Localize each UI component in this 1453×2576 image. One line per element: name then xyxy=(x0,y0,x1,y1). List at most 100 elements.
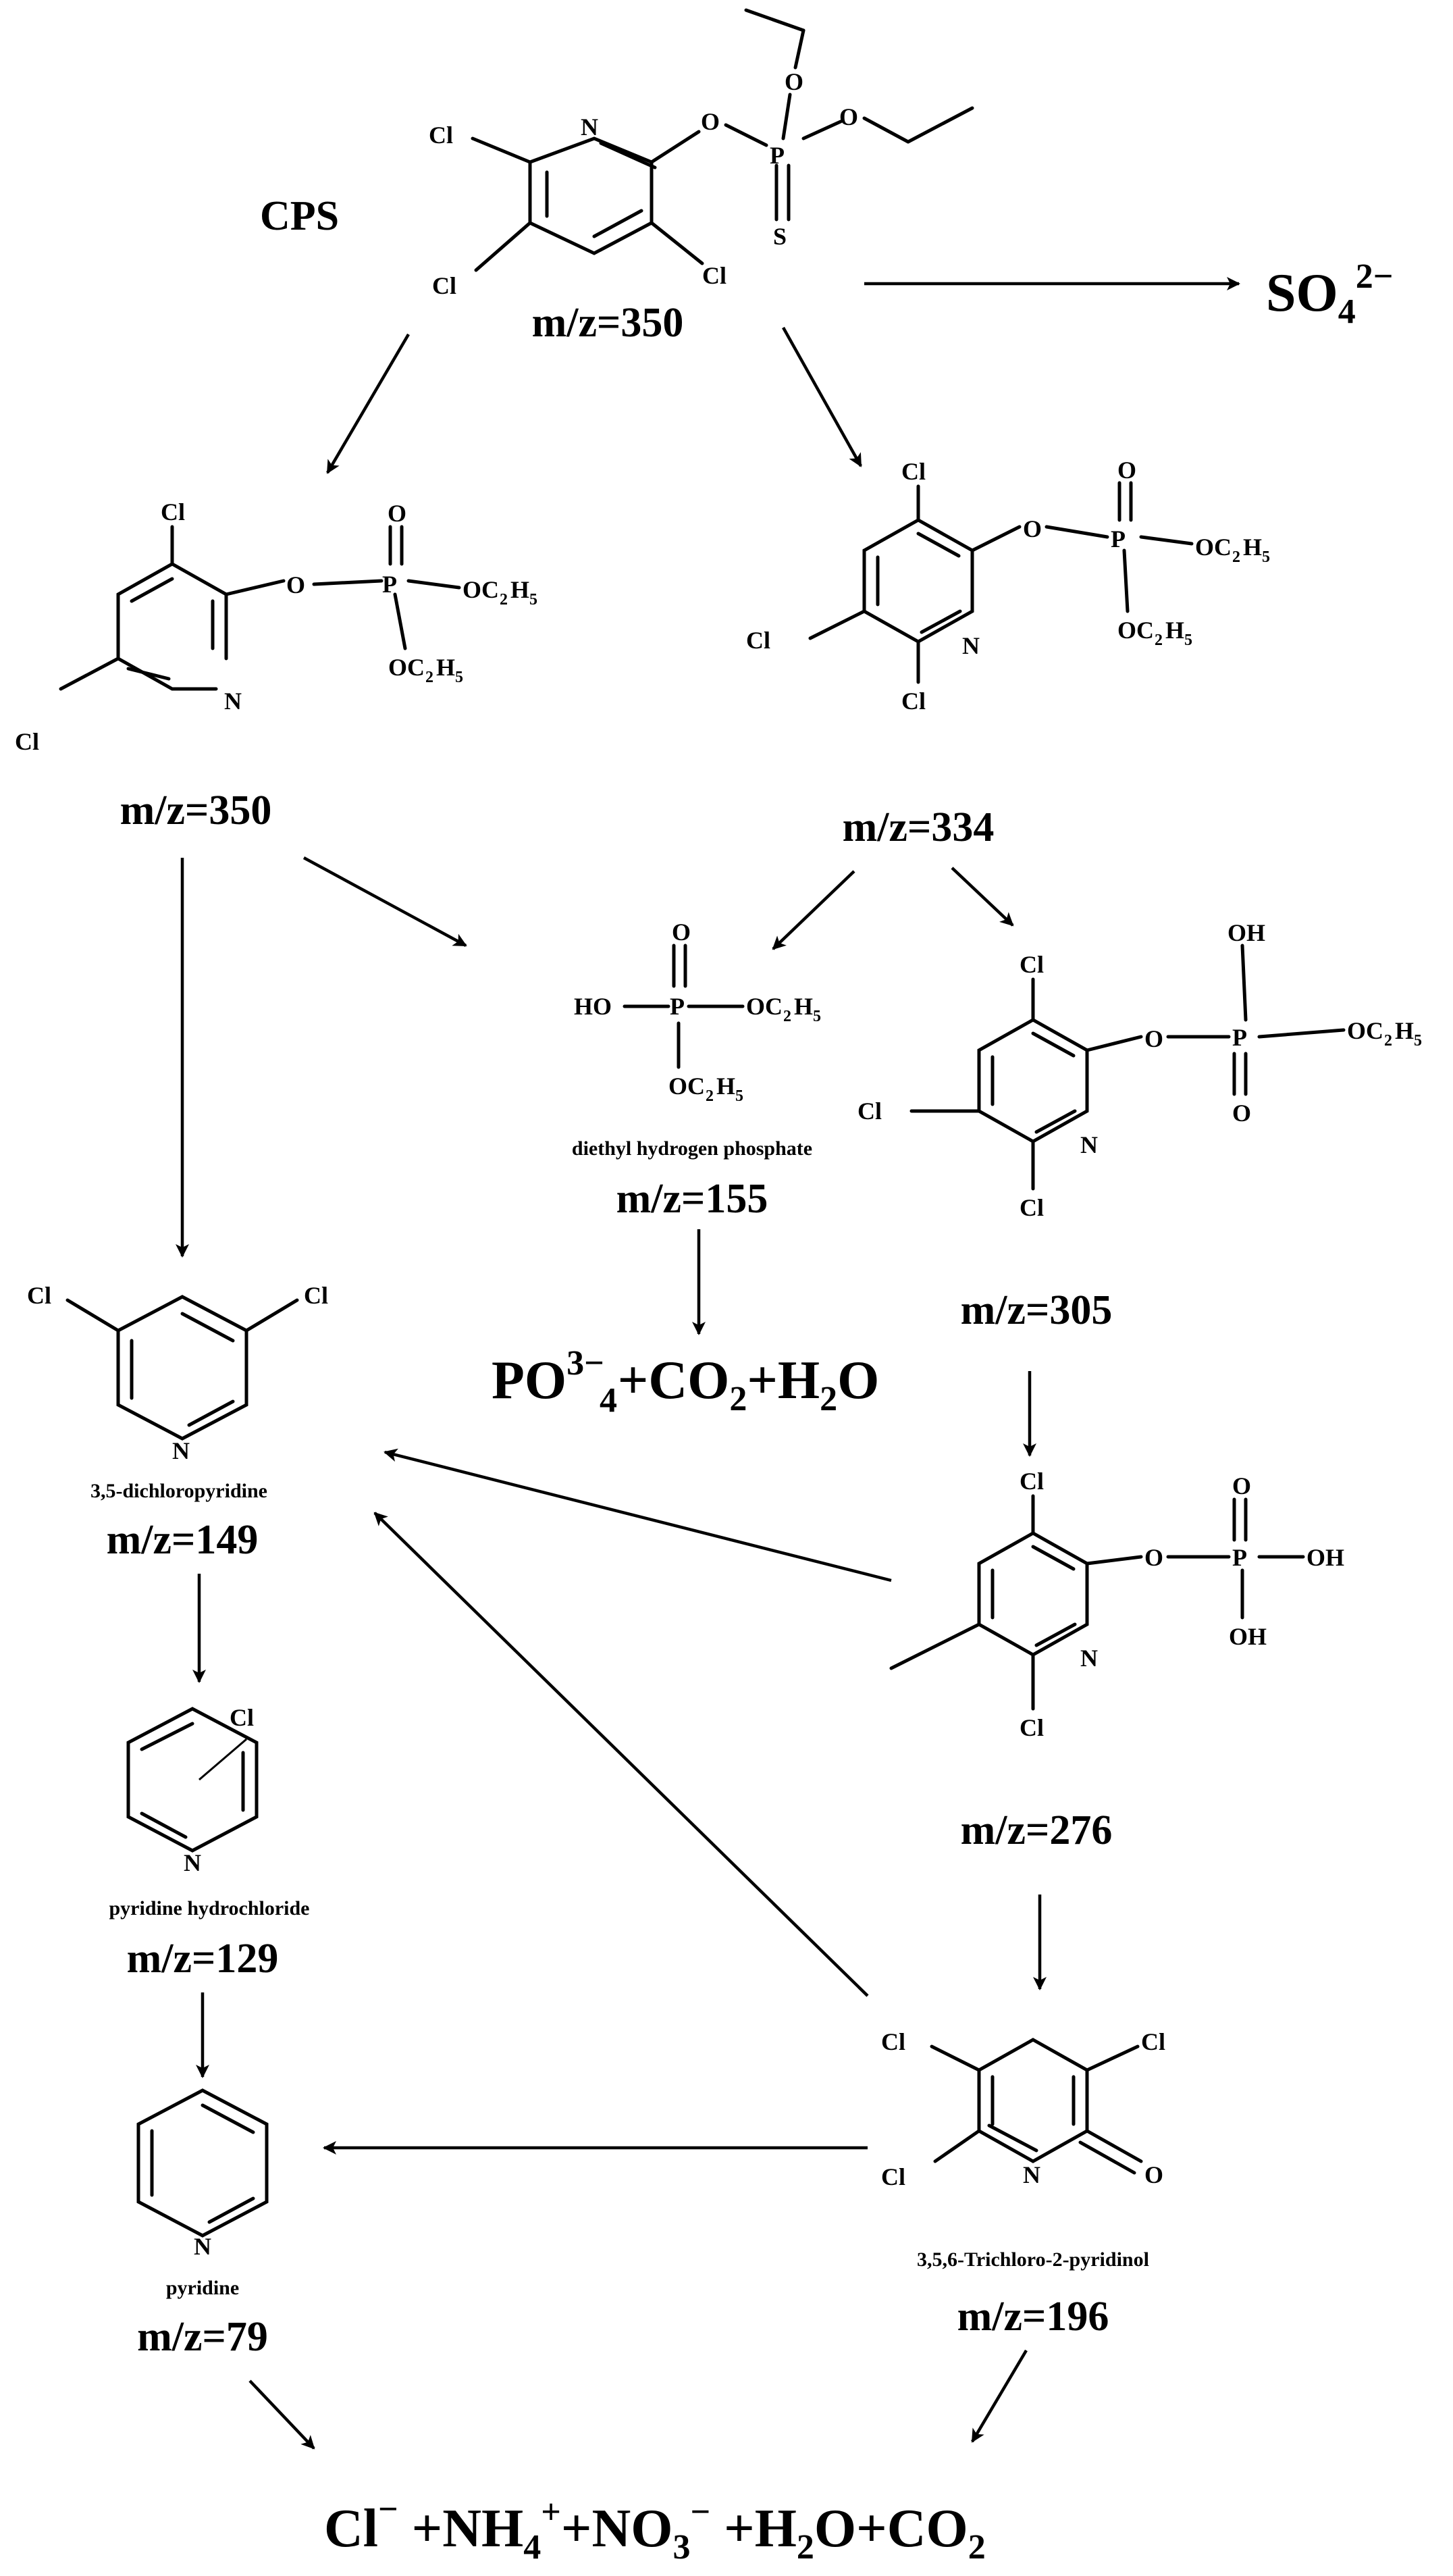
pyr-molecule xyxy=(136,2088,269,2238)
svg-text:5: 5 xyxy=(1262,548,1270,566)
oxon-334-p-atom: P xyxy=(1111,525,1126,552)
c305-o-atom: O xyxy=(1232,1100,1251,1127)
svg-text:2: 2 xyxy=(1155,632,1163,649)
oxon-350-cl-atom: Cl xyxy=(15,728,39,755)
cps-molecule xyxy=(471,8,974,272)
oxon-350-o-atom: O xyxy=(286,571,305,598)
phc-mz-label: m/z=129 xyxy=(127,1936,279,1982)
c276-cl-atom: Cl xyxy=(1020,1714,1044,1741)
svg-text:OC: OC xyxy=(1117,617,1154,644)
phc-name: pyridine hydrochloride xyxy=(109,1897,310,1920)
svg-text:5: 5 xyxy=(1414,1032,1422,1050)
cps-s-atom: S xyxy=(773,223,787,250)
cps-cl-atom: Cl xyxy=(702,262,726,289)
svg-text:H: H xyxy=(510,576,529,603)
c276-mz-label: m/z=276 xyxy=(961,1807,1113,1853)
oxon-350-structure xyxy=(59,525,461,691)
dhp-o-atom: O xyxy=(672,919,691,946)
svg-text:H: H xyxy=(794,993,813,1020)
svg-text:2: 2 xyxy=(500,591,508,609)
svg-text:OC: OC xyxy=(746,993,783,1020)
cps-mz-label: m/z=350 xyxy=(532,300,684,346)
phc-cl-atom: Cl xyxy=(230,1704,254,1731)
tcp-molecule xyxy=(930,2038,1143,2175)
svg-text:5: 5 xyxy=(455,669,463,686)
c305-n-atom: N xyxy=(1080,1131,1098,1158)
oxon-350-mz-label: m/z=350 xyxy=(120,788,272,833)
dcp-cl-atom: Cl xyxy=(304,1282,328,1309)
oxon-334-cl-atom: Cl xyxy=(901,688,926,715)
c276-n-atom: N xyxy=(1080,1645,1098,1672)
arrow-oxon334-to-c305 xyxy=(951,867,1014,927)
c305-molecule xyxy=(909,944,1346,1191)
arrow-tcp-to-final xyxy=(971,2349,1028,2443)
oxon-350-p-atom: P xyxy=(382,571,397,598)
c305-cl-atom: Cl xyxy=(1020,1194,1044,1221)
tcp-cl-atom: Cl xyxy=(881,2163,905,2190)
oxon-334-molecule xyxy=(808,481,1194,684)
svg-text:H: H xyxy=(1243,534,1262,561)
dhp-mz-label: m/z=155 xyxy=(616,1176,768,1222)
pyr-name: pyridine xyxy=(166,2277,239,2299)
c305-oh-atom: OH xyxy=(1227,919,1265,946)
cps-o-atom: O xyxy=(839,103,858,130)
dcp-mz-label: m/z=149 xyxy=(107,1517,259,1563)
tcp-o-atom: O xyxy=(1144,2161,1163,2188)
tcp-cl-atom: Cl xyxy=(881,2028,905,2055)
tcp-cl-atom: Cl xyxy=(1141,2028,1165,2055)
cps-cl-atom: Cl xyxy=(432,272,456,299)
c276-p-atom: P xyxy=(1232,1544,1247,1571)
svg-text:OC: OC xyxy=(668,1073,705,1100)
oxon-334-n-atom: N xyxy=(962,632,980,659)
arrow-cps-to-oxon334 xyxy=(782,326,862,467)
arrow-oxon334-to-dhp xyxy=(772,870,855,950)
dcp-cl-atom: Cl xyxy=(27,1282,51,1309)
c305-cl-atom: Cl xyxy=(857,1098,882,1125)
svg-text:2: 2 xyxy=(1232,548,1240,566)
cps-n-atom: N xyxy=(581,113,598,140)
oxon-334-cl-atom: Cl xyxy=(901,458,926,485)
svg-text:H: H xyxy=(1165,617,1184,644)
svg-text:2: 2 xyxy=(1384,1032,1392,1050)
c305-p-atom: P xyxy=(1232,1024,1247,1051)
pyr-n-atom: N xyxy=(194,2233,211,2260)
oxon-334-mz-label: m/z=334 xyxy=(843,804,995,850)
c276-oh-atom: OH xyxy=(1306,1544,1344,1571)
c276-cl-atom: Cl xyxy=(1020,1468,1044,1495)
cps-p-atom: P xyxy=(770,142,785,169)
phc-n-atom: N xyxy=(184,1849,201,1876)
svg-text:H: H xyxy=(1395,1017,1414,1044)
svg-text:5: 5 xyxy=(1184,632,1192,649)
tcp-n-atom: N xyxy=(1023,2161,1040,2188)
svg-text:OC: OC xyxy=(1195,534,1232,561)
svg-text:H: H xyxy=(436,654,455,681)
arrow-c276-to-dcp xyxy=(384,1448,892,1582)
svg-text:OC: OC xyxy=(1347,1017,1383,1044)
pyr-mz-label: m/z=79 xyxy=(137,2314,268,2360)
c305-mz-label: m/z=305 xyxy=(961,1287,1113,1333)
cps-o-atom: O xyxy=(701,108,720,135)
c305-cl-atom: Cl xyxy=(1020,951,1044,978)
tcp-mz-label: m/z=196 xyxy=(957,2294,1109,2340)
cps-cl-atom: Cl xyxy=(429,122,453,149)
svg-text:2: 2 xyxy=(783,1008,791,1025)
oxon-350-o-atom: O xyxy=(388,500,406,527)
arrow-tcp-to-dcp xyxy=(373,1512,869,1997)
c276-molecule xyxy=(889,1494,1305,1711)
c305-o-atom: O xyxy=(1144,1025,1163,1052)
arrow-cps-to-oxon350 xyxy=(326,333,410,474)
svg-text:5: 5 xyxy=(813,1008,821,1025)
phosphate-product: PO3− +CO2+H2O xyxy=(492,1344,879,1418)
cps-title: CPS xyxy=(260,193,339,239)
oxon-334-cl-atom: Cl xyxy=(746,627,770,654)
dcp-name: 3,5-dichloropyridine xyxy=(90,1480,267,1502)
oxon-334-o-atom: O xyxy=(1117,457,1136,484)
phc-molecule xyxy=(126,1707,259,1853)
svg-text:5: 5 xyxy=(735,1087,743,1105)
